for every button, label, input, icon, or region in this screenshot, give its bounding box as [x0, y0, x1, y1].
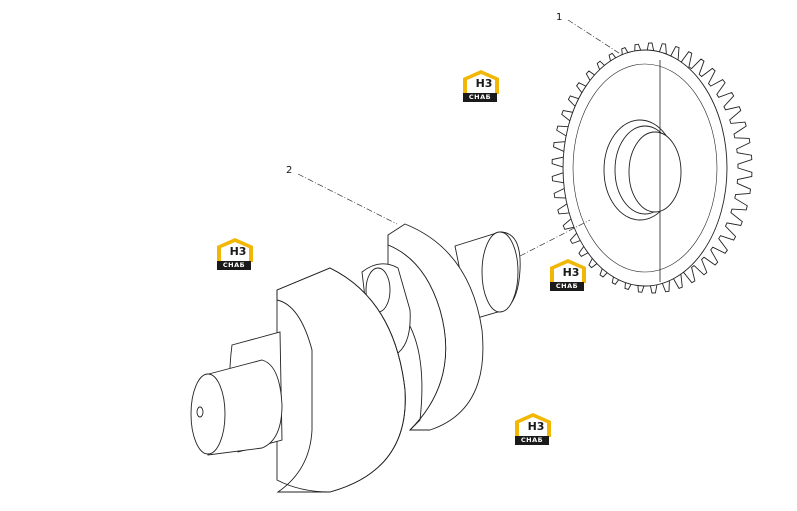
watermark-plate: CHAБ [550, 282, 584, 291]
axis-line [519, 219, 591, 257]
watermark-logo: H3 CHAБ [461, 70, 501, 104]
nose-shaft-end [190, 373, 226, 455]
callout-1: 1 [556, 12, 563, 23]
gear-root-line [572, 63, 718, 273]
watermark-plate: CHAБ [515, 436, 549, 445]
watermark-plate: CHAБ [463, 93, 497, 102]
nose-shaft [204, 359, 283, 456]
gear-wheel [551, 42, 753, 294]
leader-lines [297, 19, 623, 257]
watermark-logo: H3 CHAБ [548, 259, 588, 293]
nose-oil-hole [196, 406, 204, 418]
leader-line-1 [567, 19, 623, 56]
watermark-plate: CHAБ [217, 261, 251, 270]
house-icon [217, 238, 253, 262]
watermark-monogram: H3 [562, 266, 580, 279]
callout-2: 2 [286, 165, 293, 176]
watermark-monogram: H3 [229, 245, 247, 258]
crankshaft [190, 223, 521, 493]
front-web-face [276, 267, 406, 493]
watermark-monogram: H3 [527, 420, 545, 433]
leader-line-2 [297, 173, 398, 225]
watermark-monogram: H3 [475, 77, 493, 90]
house-icon [515, 413, 551, 437]
watermark-logo: H3 CHAБ [215, 238, 255, 272]
house-icon [550, 259, 586, 283]
gear-bore-inner [628, 131, 682, 213]
house-icon [463, 70, 499, 94]
watermark-logo: H3 CHAБ [513, 413, 553, 447]
rear-journal-end [481, 231, 519, 313]
